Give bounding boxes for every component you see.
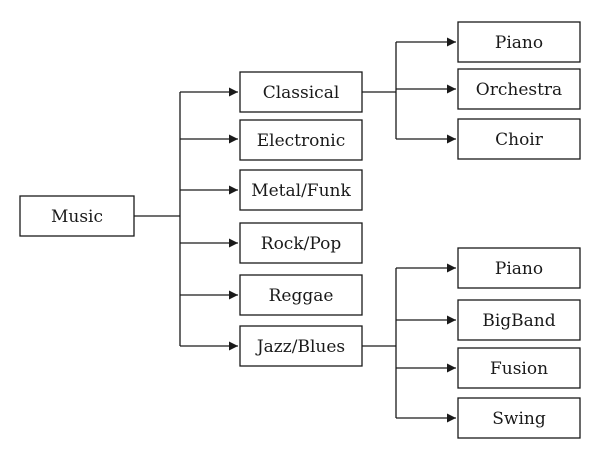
node-classical-piano: Piano xyxy=(457,21,581,63)
node-label: BigBand xyxy=(482,311,555,331)
node-music: Music xyxy=(19,195,135,237)
node-label: Reggae xyxy=(269,286,334,306)
node-label: Electronic xyxy=(257,131,346,151)
classical-edges xyxy=(362,37,456,144)
node-label: Choir xyxy=(495,130,544,150)
node-reggae: Reggae xyxy=(239,274,363,316)
node-label: Classical xyxy=(263,83,340,103)
node-jazz-piano: Piano xyxy=(457,247,581,289)
node-classical: Classical xyxy=(239,71,363,113)
node-label: Fusion xyxy=(490,359,548,379)
node-jazz-fusion: Fusion xyxy=(457,347,581,389)
node-jazz-bigband: BigBand xyxy=(457,299,581,341)
node-metal-funk: Metal/Funk xyxy=(239,169,363,211)
node-label: Music xyxy=(51,207,103,227)
node-rock-pop: Rock/Pop xyxy=(239,222,363,264)
node-classical-orchestra: Orchestra xyxy=(457,68,581,110)
node-label: Metal/Funk xyxy=(251,181,351,201)
node-label: Swing xyxy=(492,409,546,429)
node-classical-choir: Choir xyxy=(457,118,581,160)
node-label: Piano xyxy=(495,33,543,53)
node-label: Rock/Pop xyxy=(261,234,342,254)
node-jazz-swing: Swing xyxy=(457,397,581,439)
node-jazz-blues: Jazz/Blues xyxy=(239,325,363,367)
node-label: Piano xyxy=(495,259,543,279)
root-edges xyxy=(134,87,238,351)
node-electronic: Electronic xyxy=(239,119,363,161)
node-label: Jazz/Blues xyxy=(255,337,345,357)
node-label: Orchestra xyxy=(476,80,562,100)
jazz-edges xyxy=(362,263,456,423)
